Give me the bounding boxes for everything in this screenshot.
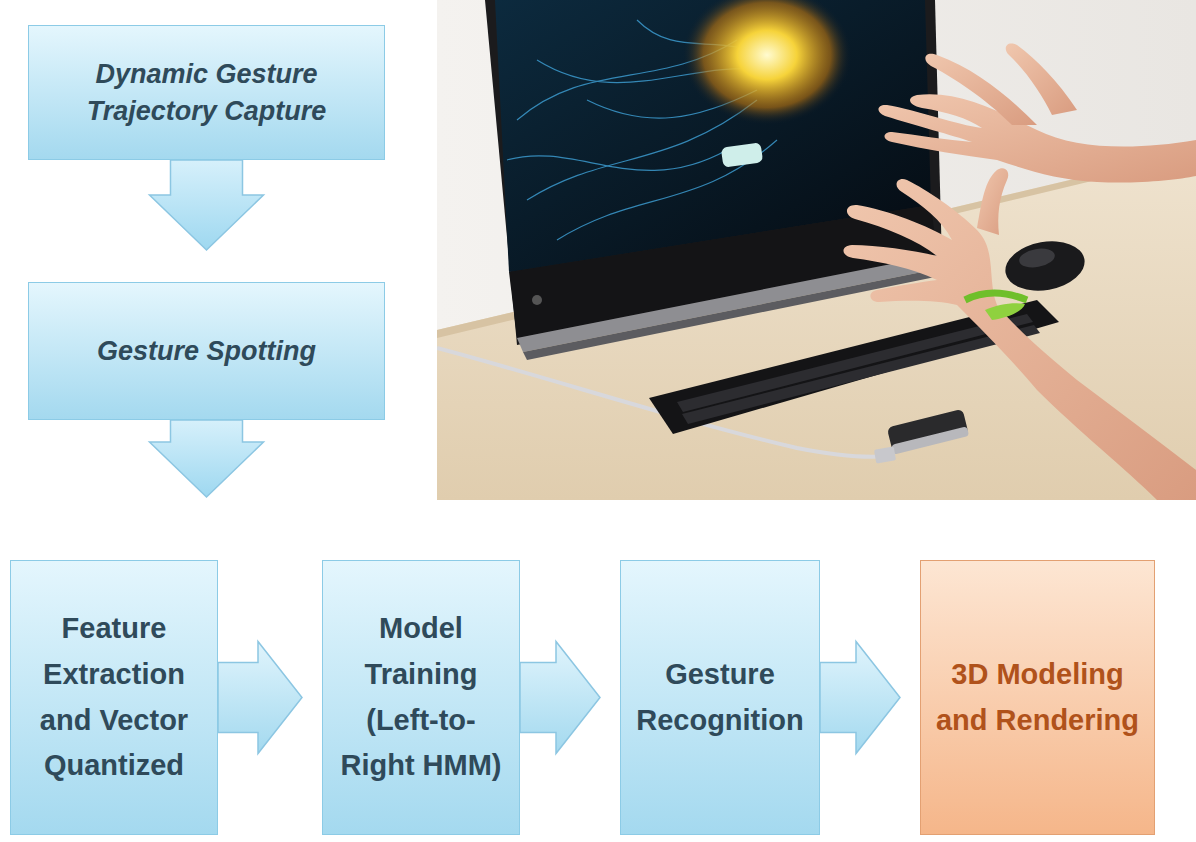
box-label: Gesture Spotting (39, 333, 374, 369)
box-label: 3D Modeling and Rendering (931, 652, 1144, 744)
block-arrow (150, 160, 264, 250)
block-arrow (520, 642, 600, 754)
process-box: Gesture Spotting (28, 282, 385, 420)
box-content: 3D Modeling and Rendering (931, 652, 1144, 744)
block-arrow (150, 420, 264, 497)
box-content: Feature Extraction and Vector Quantized (21, 606, 207, 789)
box-content: Gesture Recognition (631, 652, 809, 744)
box-label: Gesture Recognition (631, 652, 809, 744)
box-label: Feature Extraction and Vector Quantized (21, 606, 207, 789)
box-content: Gesture Spotting (39, 333, 374, 369)
process-box: Gesture Recognition (620, 560, 820, 835)
process-box: 3D Modeling and Rendering (920, 560, 1155, 835)
process-box: Model Training (Left-to-Right HMM) (322, 560, 520, 835)
box-content: Dynamic Gesture Trajectory Capture (39, 56, 374, 129)
photo-illustration (437, 0, 1196, 500)
box-label: Dynamic Gesture Trajectory Capture (39, 56, 374, 129)
process-box: Dynamic Gesture Trajectory Capture (28, 25, 385, 160)
block-arrow (218, 642, 302, 754)
process-box: Feature Extraction and Vector Quantized (10, 560, 218, 835)
box-content: Model Training (Left-to-Right HMM) (333, 606, 509, 789)
block-arrow (820, 642, 900, 754)
box-label: Model Training (Left-to-Right HMM) (333, 606, 509, 789)
